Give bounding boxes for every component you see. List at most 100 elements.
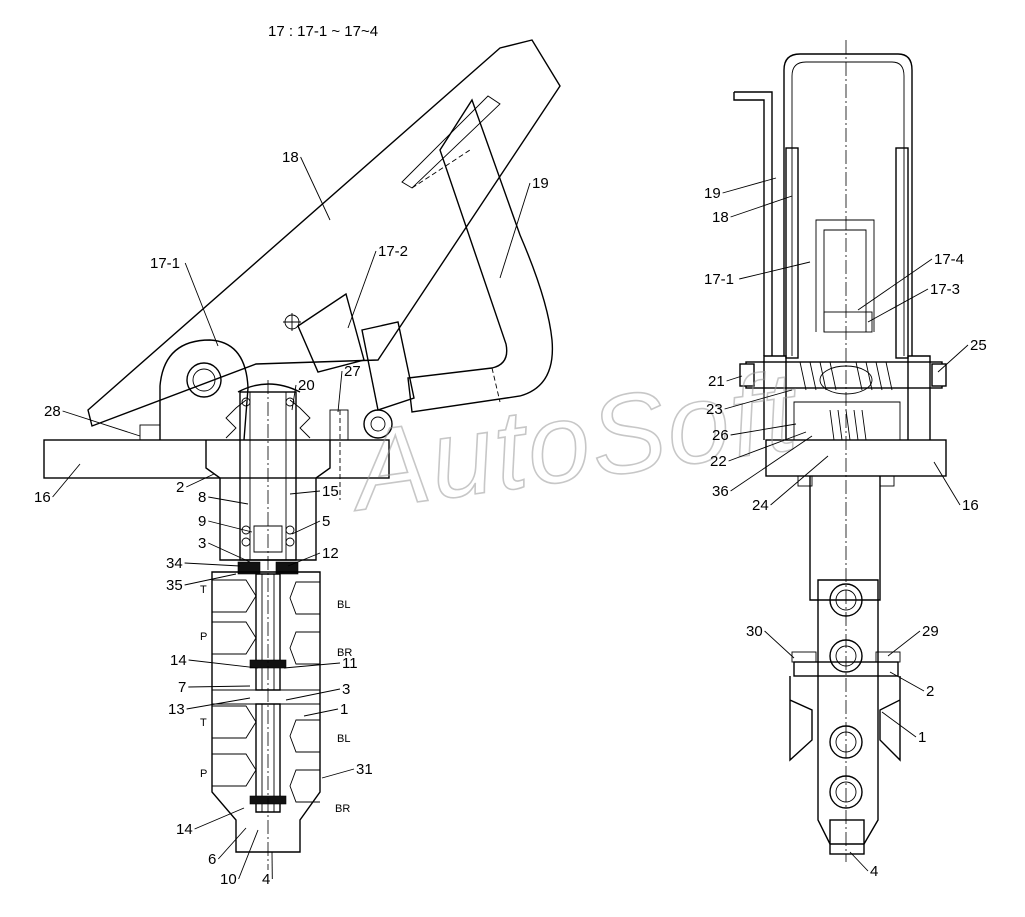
ports-right [290,582,320,802]
cover-outer [784,54,912,356]
port-label: T [200,584,207,596]
leader-line [187,698,250,709]
callout-label: 19 [532,175,549,192]
callout-label: 23 [706,401,723,418]
callout-label: 27 [344,363,361,380]
callout-label: 17-1 [150,255,180,272]
leader-line [185,563,240,566]
leader-line [723,178,776,193]
side-plate-right [896,148,908,358]
callout-label: 8 [198,489,206,506]
port-label: BR [335,803,350,815]
leader-line [500,183,530,278]
callout-label: 17-2 [378,243,408,260]
leader-line [208,543,250,562]
callout-label: 30 [746,623,763,640]
leader-line [239,830,258,879]
leader-line [938,345,968,372]
callout-label: 26 [712,427,729,444]
lower-spring [830,410,866,440]
leader-line [731,196,792,217]
callout-label: 1 [918,729,926,746]
callout-label: 1 [340,701,348,718]
callout-label: 2 [176,479,184,496]
port-label: T [200,717,207,729]
callout-label: 17-4 [934,251,964,268]
callout-label: 9 [198,513,206,530]
callout-label: 20 [298,377,315,394]
base-plate [44,440,389,478]
callout-label: 28 [44,403,61,420]
callout-label: 4 [262,871,270,888]
leader-line [304,709,338,716]
pedal-hidden-edge [412,150,470,188]
bolt-29 [876,652,900,662]
callout-label: 14 [170,652,187,669]
leader-line [888,631,920,656]
drawing-title: 17 : 17-1 ~ 17~4 [268,23,378,40]
leader-line [63,411,140,436]
callout-label: 3 [342,681,350,698]
callout-label: 15 [322,483,339,500]
callout-label: 18 [282,149,299,166]
callout-label: 19 [704,185,721,202]
leader-line [739,262,810,279]
callout-label: 6 [208,851,216,868]
callout-label: 31 [356,761,373,778]
callout-label: 4 [870,863,878,880]
callout-label: 12 [322,545,339,562]
valve-neck [810,476,880,600]
clamp-17-3 [824,312,872,332]
callout-label: 17-1 [704,271,734,288]
leader-line [286,689,340,700]
callout-label: 17-3 [930,281,960,298]
hinge-bracket [160,340,248,440]
leader-line [208,497,248,504]
callout-label: 3 [198,535,206,552]
callout-label: 18 [712,209,729,226]
cover-19-edge [734,92,772,356]
bottom-plug [830,820,864,854]
leader-line [338,371,342,412]
bolt-28 [140,425,160,440]
cam-block [362,322,414,410]
callout-label: 35 [166,577,183,594]
callout-label: 16 [962,497,979,514]
leader-line [186,474,214,487]
callout-label: 5 [322,513,330,530]
leader-line [934,462,960,505]
port-label: BR [337,647,352,659]
cam-housing [794,402,900,440]
leader-lines [53,157,968,879]
callout-label: 7 [178,679,186,696]
callout-label: 21 [708,373,725,390]
leader-line [208,521,252,532]
bolt-30 [792,652,816,662]
port-label: BL [337,599,350,611]
leader-line [858,259,932,310]
leader-line [185,574,236,585]
leader-line [189,660,258,668]
leader-line [188,686,250,687]
callout-label: 14 [176,821,193,838]
port-label: BL [337,733,350,745]
leader-line [53,464,80,497]
leader-line [868,289,928,322]
pin-25 [932,364,946,386]
valve-body-side [818,580,878,844]
leader-line [322,769,354,778]
callout-label: 22 [710,453,727,470]
callout-label: 29 [922,623,939,640]
leader-line [185,263,218,346]
stopper-bolt [330,410,348,440]
pedal-cover [408,100,552,412]
callout-label: 13 [168,701,185,718]
leader-line [850,852,868,871]
callout-label: 10 [220,871,237,888]
port-label: P [200,768,207,780]
hinge-pin [187,363,221,397]
callout-label: 16 [34,489,51,506]
leader-line [348,251,376,328]
callout-label: 36 [712,483,729,500]
